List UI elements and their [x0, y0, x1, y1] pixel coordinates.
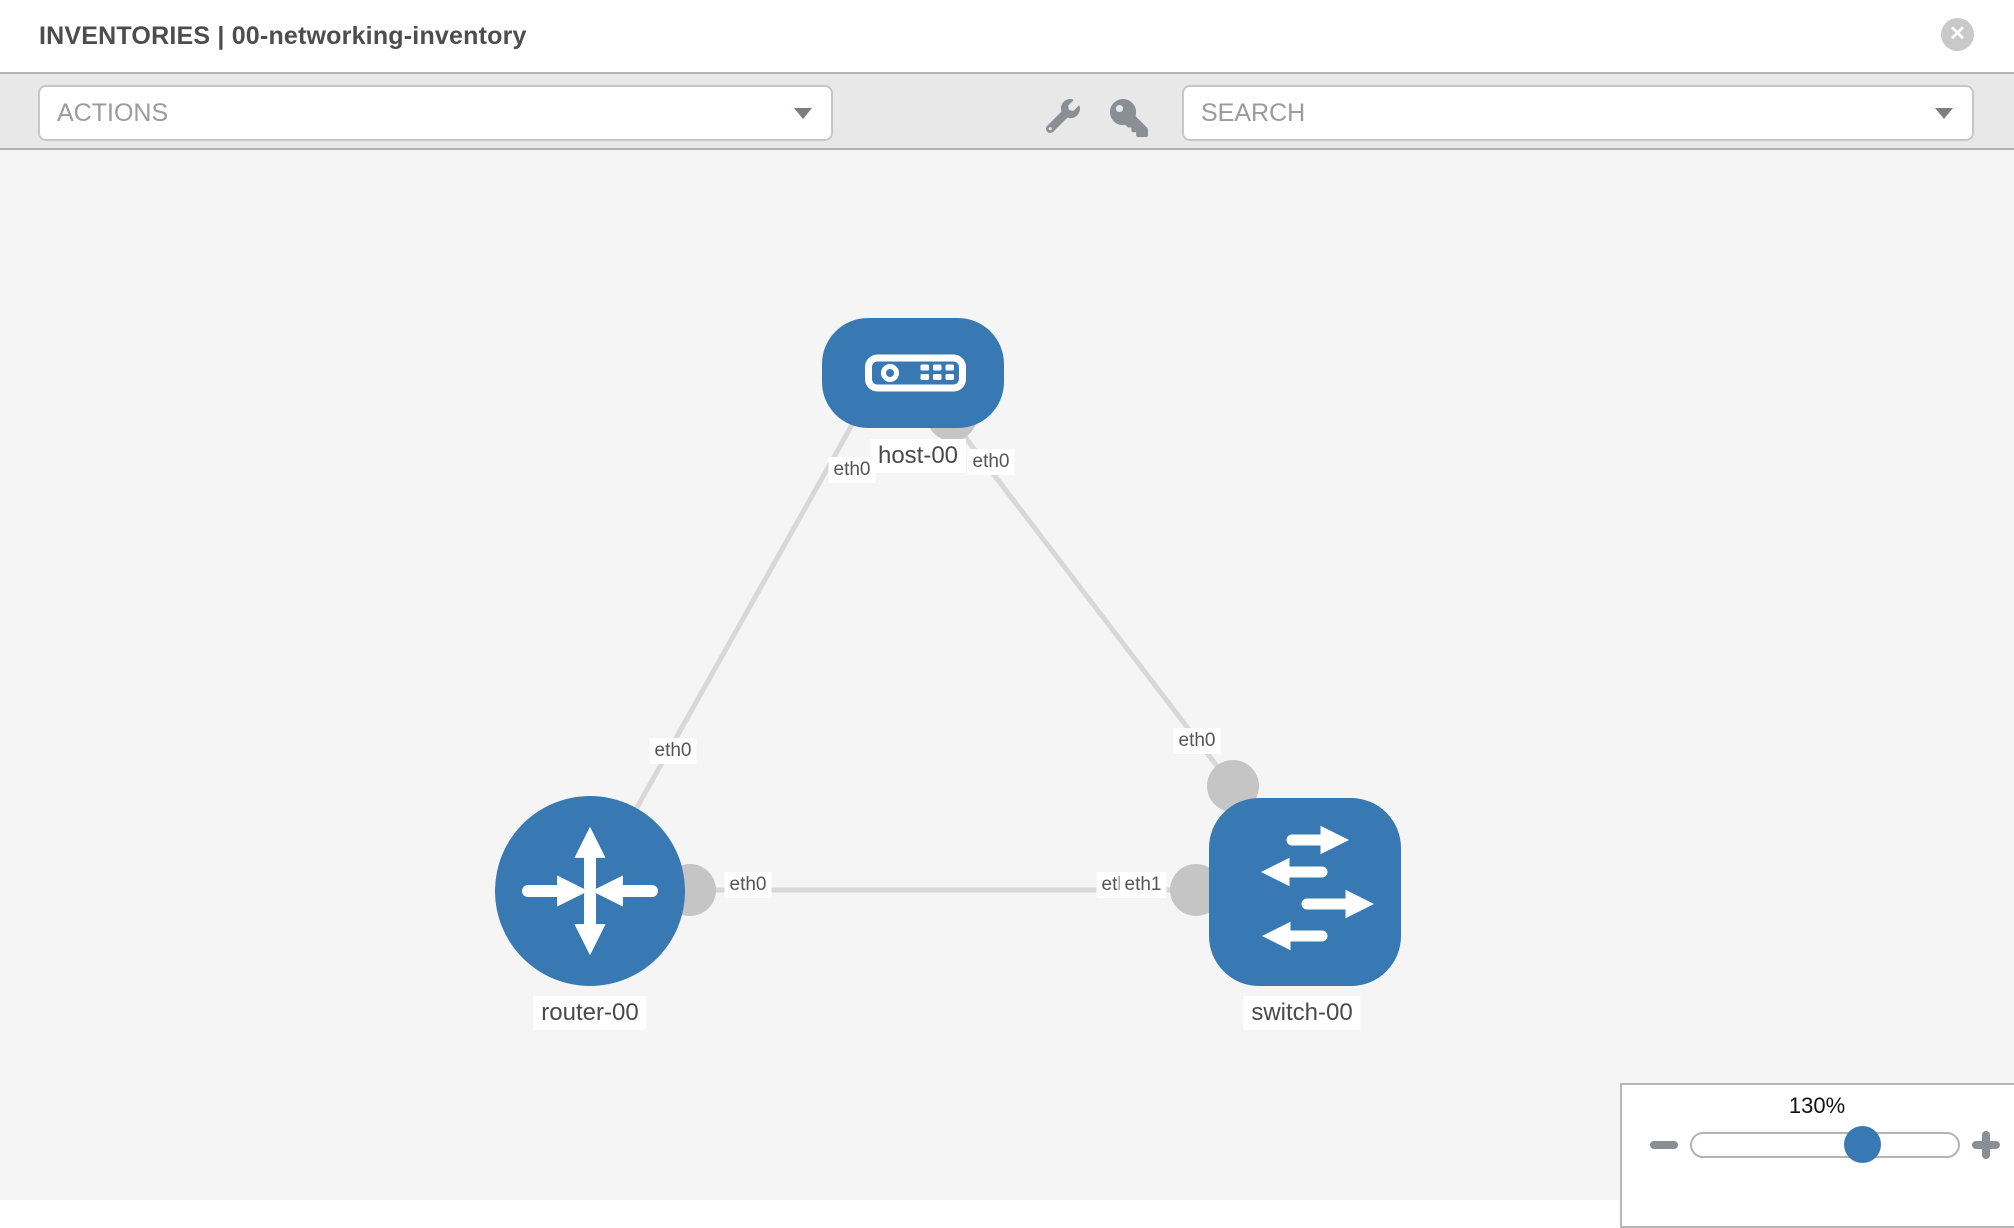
crossing-arrows-icon	[522, 826, 658, 956]
wrench-icon[interactable]	[1046, 99, 1080, 133]
link-host-switch	[950, 418, 1235, 789]
server-icon	[865, 354, 966, 392]
zoom-out-icon[interactable]	[1650, 1141, 1678, 1149]
search-dropdown-label: SEARCH	[1201, 99, 1306, 127]
topology-canvas[interactable]: host-00 router-00 switch-00 eth0 eth0 et…	[0, 150, 2014, 1200]
chevron-down-icon	[1935, 108, 1953, 119]
chevron-down-icon	[794, 108, 812, 119]
switch-node[interactable]	[1209, 798, 1401, 986]
close-icon[interactable]: ✕	[1941, 18, 1974, 51]
toolbar: ACTIONS SEARCH	[0, 72, 2014, 150]
key-icon[interactable]	[1110, 99, 1148, 137]
iface-label-switch-to-host: eth0	[1173, 728, 1221, 754]
iface-label-host-to-switch: eth0	[967, 449, 1015, 475]
search-dropdown[interactable]: SEARCH	[1182, 85, 1974, 141]
zoom-panel: 130%	[1620, 1083, 2014, 1228]
zoom-level-label: 130%	[1788, 1093, 1846, 1118]
iface-label-router-to-host: eth0	[649, 738, 697, 764]
iface-label-router-to-switch: eth0	[724, 872, 772, 898]
node-label-switch: switch-00	[1243, 996, 1361, 1030]
zoom-slider[interactable]	[1690, 1126, 1960, 1163]
zoom-in-icon[interactable]	[1972, 1131, 2000, 1159]
exchange-arrows-icon	[1260, 825, 1375, 951]
node-label-host: host-00	[869, 439, 967, 473]
zoom-slider-thumb[interactable]	[1844, 1126, 1882, 1163]
iface-label-host-to-router: eth0	[828, 457, 876, 483]
router-node[interactable]	[495, 796, 685, 986]
host-node[interactable]	[822, 318, 1004, 428]
title-bar: INVENTORIES | 00-networking-inventory ✕	[0, 0, 2014, 72]
port-switch-top	[1207, 760, 1259, 812]
actions-dropdown-label: ACTIONS	[57, 99, 169, 127]
iface-label-switch-to-router: eth1	[1119, 872, 1167, 898]
actions-dropdown[interactable]: ACTIONS	[38, 85, 833, 141]
page-title: INVENTORIES | 00-networking-inventory	[39, 22, 527, 50]
node-label-router: router-00	[533, 996, 647, 1030]
